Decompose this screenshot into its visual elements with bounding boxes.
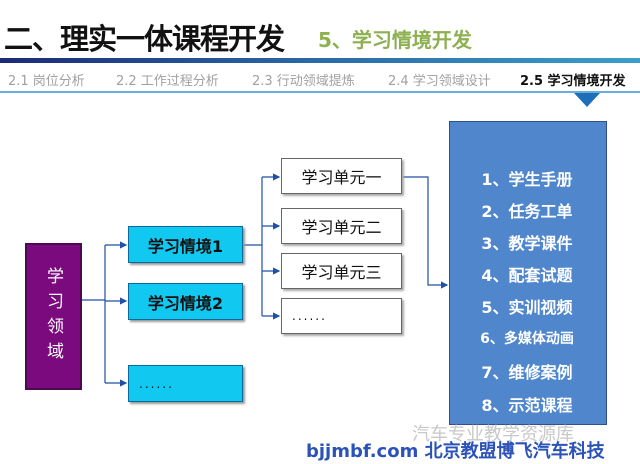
unit-box-2: 学习单元二 [281, 208, 402, 244]
resource-item: 6、多媒体动画 [480, 331, 574, 347]
resource-item: 5、实训视频 [481, 298, 573, 317]
resource-item: 7、维修案例 [481, 363, 573, 382]
resource-item: 1、学生手册 [481, 170, 573, 189]
tab-2-5[interactable]: 2.5 学习情境开发 [520, 74, 626, 89]
tab-2-4[interactable]: 2.4 学习领域设计 [388, 74, 491, 89]
learning-field-box: 学习领域 [25, 243, 82, 390]
resource-item: 2、任务工单 [481, 202, 573, 221]
resource-item: 4、配套试题 [481, 266, 573, 285]
watermark-site: bjjmbf.com 北京教盟博飞汽车科技 [306, 441, 605, 462]
tab-2-3[interactable]: 2.3 行动领域提炼 [252, 74, 355, 89]
resource-item: 8、示范课程 [481, 396, 573, 415]
active-tab-indicator-icon [574, 93, 600, 107]
page-subtitle: 5、学习情境开发 [318, 28, 472, 52]
tab-2-1[interactable]: 2.1 岗位分析 [8, 74, 85, 89]
unit-box-3: 学习单元三 [281, 253, 402, 289]
situation-box-more: ...... [128, 365, 243, 402]
resources-box [449, 121, 607, 425]
watermark-text: 汽车专业教学资源库 [412, 424, 574, 445]
unit-box-more: ...... [281, 298, 402, 334]
page-title: 二、理实一体课程开发 [4, 22, 285, 56]
unit-box-1: 学习单元一 [281, 158, 402, 194]
situation-box-1: 学习情境1 [128, 226, 243, 263]
tab-divider [0, 91, 640, 93]
tab-2-2[interactable]: 2.2 工作过程分析 [116, 74, 219, 89]
situation-box-2: 学习情境2 [128, 283, 243, 320]
title-divider [0, 58, 640, 63]
resource-item: 3、教学课件 [481, 234, 573, 253]
